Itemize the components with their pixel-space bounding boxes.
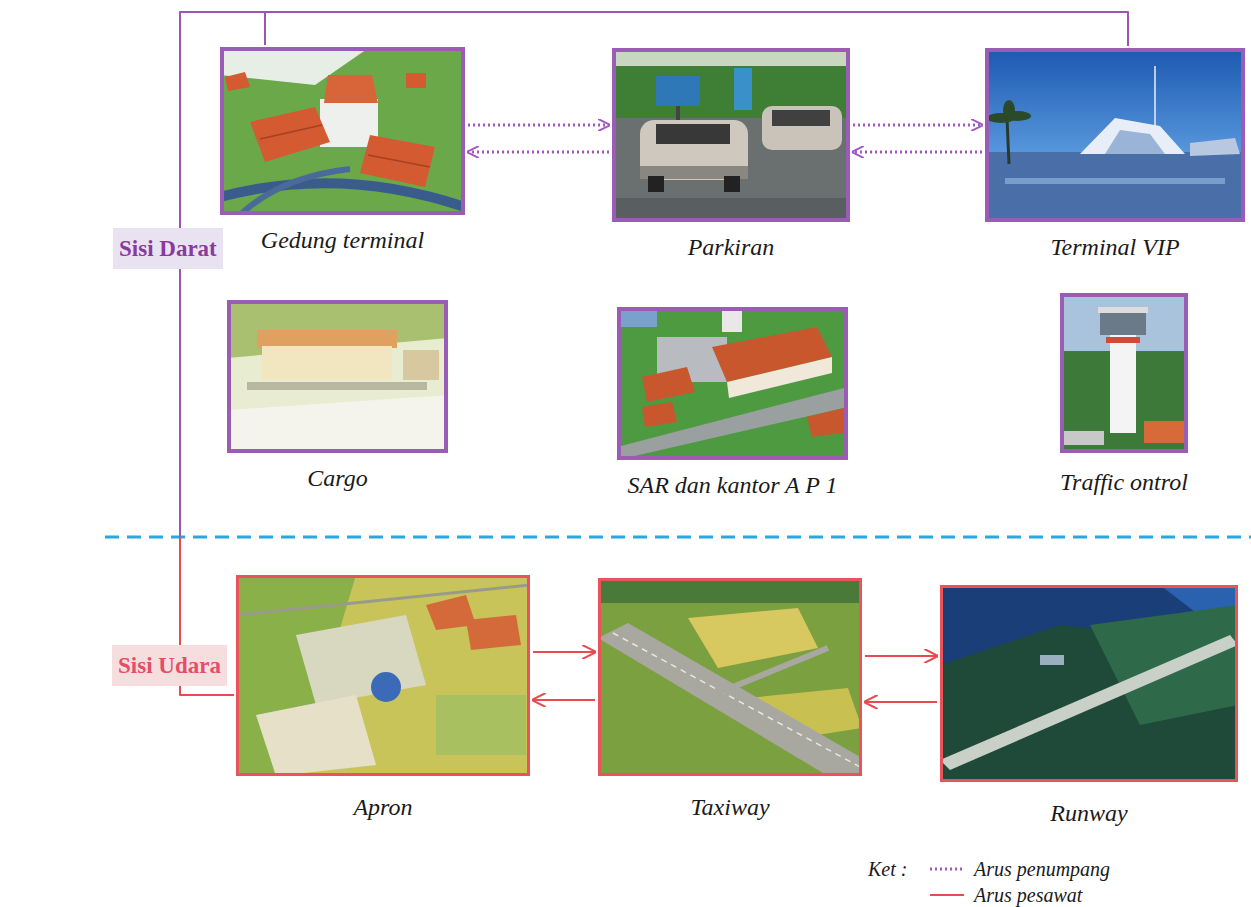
legend-key-label: Ket : (868, 858, 907, 880)
photo-frame (985, 48, 1245, 222)
photo-node: Terminal VIP (985, 48, 1245, 262)
flow-line (853, 124, 982, 127)
legend-row: Arus pesawat (928, 884, 1082, 906)
photo-frame (598, 578, 862, 776)
sar-office-photo (617, 307, 848, 460)
legend-sample (928, 863, 968, 875)
flow-line (533, 699, 595, 701)
photo-frame (617, 307, 848, 460)
legend-text: Arus pesawat (974, 884, 1082, 906)
photo-frame (1060, 293, 1188, 453)
legend-line-sample (930, 868, 964, 871)
flow-arrow (865, 656, 937, 657)
flow-line (265, 12, 1128, 46)
flow-arrow (533, 700, 595, 701)
vip-terminal-photo (985, 48, 1245, 222)
legend-text: Arus penumpang (974, 858, 1110, 880)
photo-node: Traffic ontrol (1060, 293, 1188, 497)
terminal-photo (220, 47, 465, 215)
flow-arrow (533, 652, 595, 653)
photo-caption: Cargo (307, 465, 367, 493)
runway-photo (940, 585, 1238, 782)
flow-line (468, 151, 609, 154)
flow-arrow (865, 702, 937, 703)
photo-caption: Terminal VIP (1050, 234, 1179, 262)
photo-frame (940, 585, 1238, 782)
flow-arrow (853, 152, 982, 153)
legend-sample (928, 889, 968, 901)
photo-node: Gedung terminal (220, 47, 465, 255)
photo-node: SAR dan kantor A P 1 (617, 307, 848, 500)
photo-node: Apron (236, 575, 530, 822)
apron-photo (236, 575, 530, 776)
photo-frame (227, 300, 448, 453)
section-tag: Sisi Darat (113, 228, 223, 269)
photo-node: Taxiway (598, 578, 862, 822)
photo-frame (612, 48, 850, 222)
flow-line (468, 124, 609, 127)
photo-caption: Gedung terminal (261, 227, 424, 255)
photo-node: Parkiran (612, 48, 850, 262)
photo-caption: Apron (353, 794, 412, 822)
legend-line-sample (930, 894, 964, 896)
flow-arrow (468, 152, 609, 153)
flow-arrow (853, 125, 982, 126)
section-tag: Sisi Udara (112, 645, 227, 686)
divider-line (105, 536, 1251, 539)
control-tower-photo (1060, 293, 1188, 453)
flow-line (853, 151, 982, 154)
photo-node: Cargo (227, 300, 448, 493)
photo-caption: Traffic ontrol (1060, 469, 1188, 497)
flow-line (533, 651, 595, 653)
photo-caption: Parkiran (688, 234, 775, 262)
flow-line (865, 701, 937, 703)
legend-row: Arus penumpang (928, 858, 1110, 880)
flow-line (865, 655, 937, 657)
section-tag-text: Sisi Udara (118, 653, 221, 678)
taxiway-photo (598, 578, 862, 776)
photo-node: Runway (940, 585, 1238, 828)
photo-frame (236, 575, 530, 776)
photo-caption: Taxiway (690, 794, 769, 822)
parking-photo (612, 48, 850, 222)
flow-arrow (265, 12, 1128, 46)
section-tag-text: Sisi Darat (119, 236, 217, 261)
cargo-photo (227, 300, 448, 453)
photo-caption: Runway (1050, 800, 1127, 828)
photo-caption: SAR dan kantor A P 1 (628, 472, 838, 500)
flow-arrow (468, 125, 609, 126)
photo-frame (220, 47, 465, 215)
